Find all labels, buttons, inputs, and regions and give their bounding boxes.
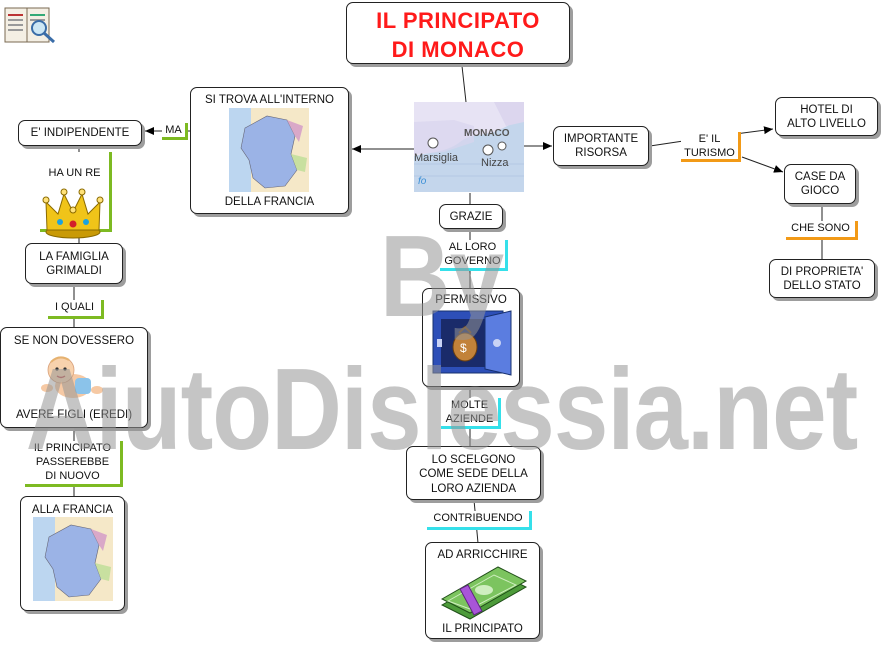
node-case-gioco: CASE DA GIOCO xyxy=(784,164,856,204)
node-della-francia-label: DELLA FRANCIA xyxy=(224,196,315,208)
link-turismo: E' IL TURISMO xyxy=(681,132,741,162)
node-famiglia: LA FAMIGLIA GRIMALDI xyxy=(25,243,123,284)
node-arricchire: AD ARRICCHIRE IL PRINCIPATO xyxy=(425,542,540,639)
node-se-non-label: SE NON DOVESSERO xyxy=(13,335,135,347)
node-proprieta-label: DI PROPRIETA' DELLO STATO xyxy=(780,266,864,293)
france-map-image xyxy=(229,108,309,192)
node-permissivo: PERMISSIVO $ xyxy=(422,288,520,387)
link-contribuendo: CONTRIBUENDO xyxy=(427,511,532,530)
money-icon xyxy=(438,561,528,625)
link-al-loro-governo: AL LORO GOVERNO xyxy=(440,240,508,271)
node-importante-label: IMPORTANTE RISORSA xyxy=(563,133,639,160)
node-arricchire-label: AD ARRICCHIRE xyxy=(437,549,528,561)
link-che-sono: CHE SONO xyxy=(786,221,858,240)
monaco-map-label: MONACO xyxy=(464,128,510,139)
safe-icon: $ xyxy=(431,307,515,383)
node-si-trova: SI TROVA ALL'INTERNO DELLA FRANCIA xyxy=(190,87,349,214)
node-hotel-label: HOTEL DI ALTO LIVELLO xyxy=(787,104,866,131)
svg-text:fo: fo xyxy=(418,176,427,187)
node-se-non-dovessero: SE NON DOVESSERO AVERE FIGLI (EREDI) xyxy=(0,327,148,428)
link-ha-un-re-label: HA UN RE xyxy=(48,166,101,179)
node-alla-francia-label: ALLA FRANCIA xyxy=(31,504,114,516)
nizza-map-label: Nizza xyxy=(481,157,509,169)
book-icon xyxy=(2,2,56,46)
france-map-image xyxy=(33,517,113,601)
node-indipendente-label: E' INDIPENDENTE xyxy=(30,127,130,139)
node-grazie: GRAZIE xyxy=(439,204,503,229)
node-scelgono: LO SCELGONO COME SEDE DELLA LORO AZIENDA xyxy=(406,446,541,500)
link-passerebbe: IL PRINCIPATO PASSEREBBE DI NUOVO xyxy=(25,441,123,487)
node-si-trova-label: SI TROVA ALL'INTERNO xyxy=(205,94,334,106)
crown-icon xyxy=(42,168,104,245)
baby-icon xyxy=(37,350,105,406)
node-principato-label: IL PRINCIPATO xyxy=(442,623,523,635)
node-scelgono-label: LO SCELGONO COME SEDE DELLA LORO AZIENDA xyxy=(419,454,528,495)
node-indipendente: E' INDIPENDENTE xyxy=(18,120,142,146)
link-i-quali: I QUALI xyxy=(48,300,104,319)
node-famiglia-label: LA FAMIGLIA GRIMALDI xyxy=(39,251,109,278)
node-permissivo-label: PERMISSIVO xyxy=(435,294,507,306)
node-grazie-label: GRAZIE xyxy=(449,211,493,223)
node-importante-risorsa: IMPORTANTE RISORSA xyxy=(553,126,649,166)
link-ha-un-re: HA UN RE xyxy=(40,152,112,239)
link-ma: MA xyxy=(162,123,188,140)
node-alla-francia: ALLA FRANCIA xyxy=(20,496,125,611)
monaco-map-image: fo MONACO Marsiglia Nizza xyxy=(414,102,524,192)
marsiglia-map-label: Marsiglia xyxy=(414,152,459,164)
node-proprieta: DI PROPRIETA' DELLO STATO xyxy=(769,259,875,298)
svg-text:$: $ xyxy=(460,341,467,355)
page-title: IL PRINCIPATO DI MONACO xyxy=(346,2,570,64)
node-hotel: HOTEL DI ALTO LIVELLO xyxy=(775,97,878,136)
link-molte-aziende: MOLTE AZIENDE xyxy=(441,398,501,429)
node-avere-figli-label: AVERE FIGLI (EREDI) xyxy=(15,409,133,421)
node-case-gioco-label: CASE DA GIOCO xyxy=(794,171,846,198)
